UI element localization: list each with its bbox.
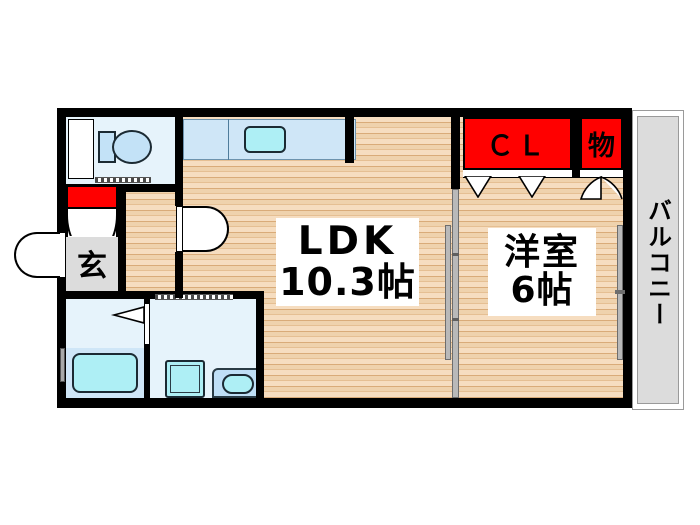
- closet-cl-door-band[interactable]: [463, 170, 572, 178]
- washitsu-label-line1: 洋室: [503, 232, 580, 274]
- bathtub: [72, 353, 138, 393]
- vanity-basin: [222, 374, 254, 394]
- storage-door-arc: [579, 175, 623, 200]
- ldk-hall-door-arc: [183, 206, 229, 252]
- shoe-box: [66, 185, 118, 209]
- closet-cl: [463, 117, 572, 170]
- balcony-floor: [637, 116, 679, 404]
- toilet-door-strip[interactable]: [95, 177, 151, 183]
- ldk-window-right[interactable]: [445, 225, 451, 360]
- balcony-label: バルコニー: [643, 197, 672, 328]
- kitchen-wall-stub: [345, 117, 354, 163]
- balcony-door-seam: [615, 290, 625, 294]
- entrance-door-panel[interactable]: [59, 232, 66, 278]
- washing-machine-inner: [170, 365, 200, 393]
- genkan-floor: [66, 237, 118, 297]
- bath-door-panel[interactable]: [144, 303, 150, 345]
- exterior-wall-bottom: [57, 398, 632, 408]
- ldk-label-line1: LDK: [297, 218, 398, 264]
- exterior-wall-top: [57, 108, 632, 117]
- closet-storage-divider: [572, 117, 580, 178]
- pipe-shaft: [68, 119, 94, 179]
- hall-wall-top: [175, 117, 183, 184]
- exterior-wall-right: [623, 108, 632, 408]
- genkan-folding-door-arc: [68, 210, 116, 236]
- washitsu-sliding-door-seam1: [452, 253, 459, 256]
- kitchen-counter-divider: [228, 119, 229, 160]
- bath-window: [60, 348, 65, 382]
- storage-mono-label: 物: [588, 131, 615, 162]
- toilet-bowl: [112, 130, 152, 164]
- ldk-wall-bottom-left: [256, 291, 264, 398]
- hall-wall-right-upper: [175, 184, 183, 206]
- closet-cl-label: ＣＬ: [486, 131, 549, 162]
- washitsu-sliding-door[interactable]: [452, 189, 459, 398]
- genkan-wall-right: [118, 185, 126, 298]
- washitsu-sliding-door-seam2: [452, 318, 459, 321]
- ldk-label-line2: 10.3帖: [279, 259, 416, 304]
- storage-mono: [580, 117, 623, 170]
- washroom-door-strip[interactable]: [155, 294, 233, 300]
- kitchen-sink: [244, 126, 286, 153]
- washitsu-label-line2: 6帖: [510, 270, 574, 311]
- genkan-label: 玄: [77, 249, 107, 285]
- washitsu-wall-upper: [451, 117, 460, 189]
- ldk-label-box: LDK 10.3帖: [276, 218, 419, 306]
- entrance-door-arc: [14, 232, 60, 278]
- bath-door-arrow: [110, 305, 145, 325]
- washitsu-label-box: 洋室 6帖: [488, 228, 596, 316]
- closet-cl-door-folds: [463, 175, 572, 199]
- hall-wall-right-lower: [175, 252, 183, 298]
- ldk-hall-door-panel[interactable]: [176, 206, 183, 252]
- bath-washroom-divider: [144, 299, 150, 398]
